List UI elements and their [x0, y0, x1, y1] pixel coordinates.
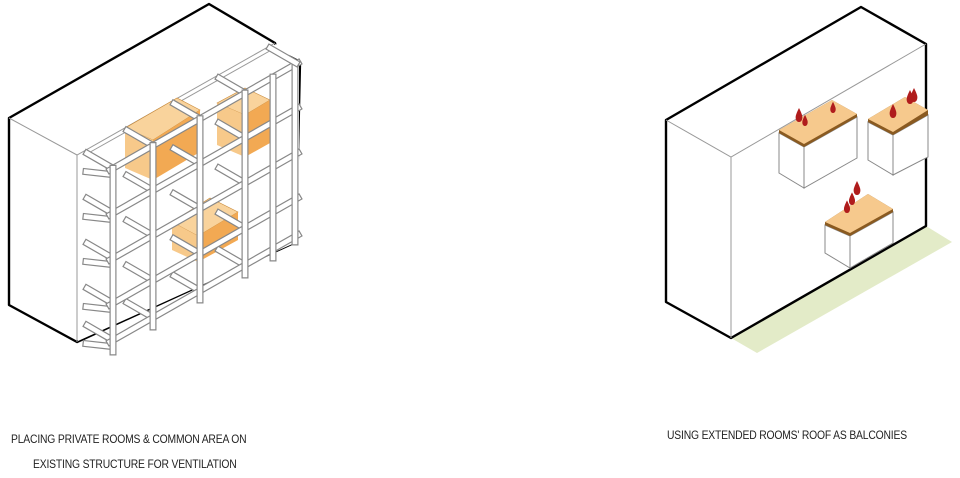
left-caption-line2: EXISTING STRUCTURE FOR VENTILATION: [33, 459, 237, 471]
depth-beam: [214, 208, 250, 233]
depth-beam: [82, 320, 118, 346]
depth-beam: [169, 98, 205, 124]
floor-beam: [105, 148, 303, 265]
depth-beam: [82, 238, 118, 264]
depth-beam: [122, 297, 158, 323]
person-figure: [910, 88, 918, 102]
depth-beam: [214, 73, 250, 98]
person-figure: [795, 108, 803, 122]
left-caption-line1: PLACING PRIVATE ROOMS & COMMON AREA ON: [11, 434, 247, 446]
person-figure: [830, 101, 836, 113]
person-figure: [853, 181, 861, 195]
depth-beam: [214, 118, 250, 143]
depth-beam: [169, 233, 205, 259]
people-figures: [795, 88, 918, 213]
person-figure: [843, 200, 851, 213]
depth-beam: [122, 125, 158, 151]
balcony-room-3: [824, 194, 894, 269]
floor-beam: [105, 193, 303, 310]
cantilever-beam: [82, 302, 112, 314]
depth-beam: [214, 163, 250, 188]
depth-beam: [82, 193, 118, 219]
depth-beam: [214, 245, 250, 270]
floor-beam: [105, 230, 303, 347]
depth-beam: [169, 188, 205, 214]
depth-beam: [82, 283, 118, 309]
floor-beam: [105, 103, 303, 220]
person-figure: [848, 192, 856, 205]
person-figure: [889, 104, 897, 118]
depth-beam: [122, 260, 158, 286]
cantilever-beam: [82, 167, 112, 179]
depth-beam: [122, 215, 158, 241]
cantilever-beam: [82, 212, 112, 224]
depth-beam: [169, 143, 205, 169]
cantilever-beam: [82, 257, 112, 269]
balcony-room-1: [778, 100, 858, 189]
concrete-frame: [82, 43, 303, 356]
depth-beam: [82, 148, 118, 174]
person-figure: [802, 114, 808, 126]
ground-plane: [731, 226, 952, 353]
floor-beam: [105, 58, 303, 175]
roof-beam: [265, 43, 301, 68]
depth-beam: [122, 170, 158, 196]
cantilever-beam: [82, 339, 112, 351]
right-caption: USING EXTENDED ROOMS' ROOF AS BALCONIES: [667, 430, 907, 442]
depth-beam: [169, 270, 205, 296]
balcony-room-2: [867, 97, 929, 176]
